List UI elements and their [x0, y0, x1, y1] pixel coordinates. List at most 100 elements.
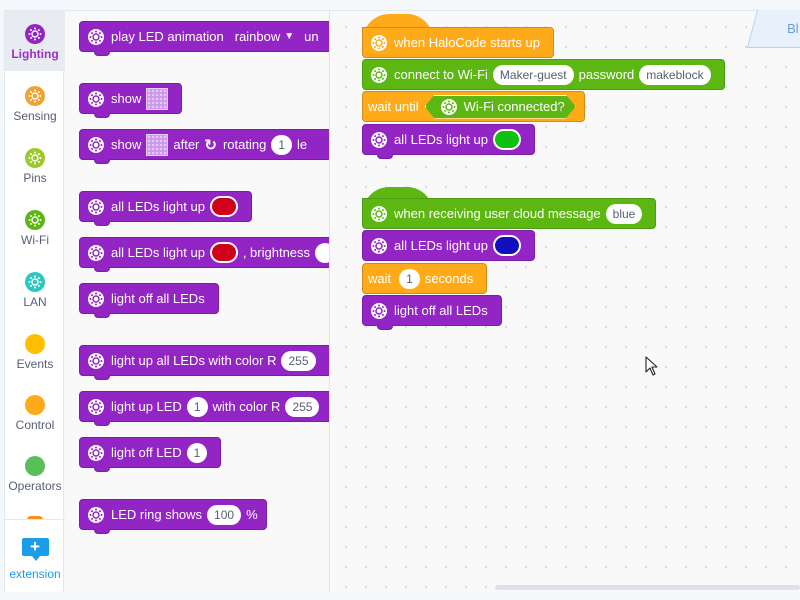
block-led-ring-shows[interactable]: LED ring shows 100 % [79, 499, 267, 534]
block-notch [94, 113, 110, 118]
operators-icon [25, 456, 45, 476]
block-text-overflow: le [297, 137, 308, 152]
block-notch [94, 467, 110, 472]
pins-icon [25, 148, 45, 168]
rotation-input[interactable]: 1 [271, 134, 293, 155]
category-control[interactable]: Control [5, 382, 65, 442]
block-all-leds-light-up[interactable]: all LEDs light up [362, 230, 535, 261]
sensing-icon [25, 86, 45, 106]
block-text: light up LED [111, 399, 182, 414]
color-picker[interactable] [492, 235, 521, 256]
color-picker[interactable] [492, 129, 521, 150]
next-category-icon [27, 516, 43, 520]
category-label: Wi-Fi [21, 233, 49, 247]
lighting-icon [370, 302, 388, 320]
block-notch [377, 325, 393, 330]
block-notch [94, 221, 110, 226]
lighting-icon [87, 28, 105, 46]
seconds-input[interactable]: 1 [399, 268, 420, 289]
category-lan[interactable]: LAN [5, 259, 65, 319]
block-play-led-animation[interactable]: play LED animation rainbow▼ un [79, 21, 329, 56]
tab-label: Bl [787, 21, 799, 36]
led-index-input[interactable]: 1 [186, 396, 208, 417]
color-picker[interactable] [209, 242, 238, 263]
category-operators[interactable]: Operators [5, 443, 65, 503]
block-text: light off LED [111, 445, 182, 460]
block-light-off-all-leds[interactable]: light off all LEDs [362, 295, 502, 330]
lan-icon [25, 272, 45, 292]
block-light-led-rgb[interactable]: light up LED 1 with color R 255 [79, 391, 329, 426]
led-ring-picker[interactable] [146, 87, 169, 110]
block-text: light off all LEDs [111, 291, 205, 306]
block-palette: play LED animation rainbow▼ un show show… [65, 10, 330, 592]
block-text-overflow: un [304, 29, 319, 44]
script-workspace[interactable]: when HaloCode starts up connect to Wi-Fi… [330, 10, 800, 592]
category-sensing[interactable]: Sensing [5, 73, 65, 133]
block-text: when receiving user cloud message [394, 206, 601, 221]
block-text: light off all LEDs [394, 303, 488, 318]
color-picker[interactable] [209, 196, 238, 217]
block-show-rotating[interactable]: show after ↻ rotating 1 le [79, 129, 329, 164]
block-text: wait [368, 271, 392, 286]
category-label: Pins [23, 171, 47, 185]
lighting-icon [87, 198, 105, 216]
lighting-icon [370, 237, 388, 255]
block-text: password [578, 67, 635, 82]
block-light-off-all-leds[interactable]: light off all LEDs [79, 283, 219, 318]
category-label: Sensing [13, 109, 57, 123]
block-all-leds-light-up[interactable]: all LEDs light up [79, 191, 252, 226]
events-icon [25, 334, 45, 354]
led-ring-picker[interactable] [146, 133, 169, 156]
red-value-input[interactable]: 255 [281, 350, 316, 371]
block-text: when HaloCode starts up [394, 35, 540, 50]
block-text: % [246, 507, 258, 522]
category-lighting[interactable]: Lighting [5, 11, 65, 71]
category-events[interactable]: Events [5, 321, 65, 381]
block-connect-wifi[interactable]: connect to Wi-Fi Maker-guest password ma… [362, 59, 725, 90]
extension-button[interactable]: + extension [5, 531, 65, 591]
ssid-input[interactable]: Maker-guest [492, 64, 574, 85]
block-text: show [111, 91, 142, 106]
block-notch [94, 529, 110, 534]
block-text: LED ring shows [111, 507, 203, 522]
block-all-leds-brightness[interactable]: all LEDs light up , brightness [79, 237, 329, 272]
lighting-icon [87, 90, 105, 108]
animation-dropdown[interactable]: rainbow▼ [229, 29, 294, 44]
block-all-leds-light-up[interactable]: all LEDs light up [362, 124, 535, 159]
category-label: Operators [8, 479, 62, 493]
block-light-all-rgb[interactable]: light up all LEDs with color R 255 [79, 345, 329, 380]
block-light-off-led[interactable]: light off LED 1 [79, 437, 222, 472]
category-label: Lighting [11, 47, 59, 61]
led-index-input[interactable]: 1 [186, 442, 208, 463]
block-notch [94, 267, 110, 272]
category-label: Control [15, 418, 55, 432]
category-pins[interactable]: Pins [5, 135, 65, 195]
block-text: all LEDs light up [394, 238, 488, 253]
block-notch [94, 51, 110, 56]
wifi-icon [25, 210, 45, 230]
block-show[interactable]: show [79, 83, 183, 118]
block-when-receiving-cloud-message[interactable]: when receiving user cloud message blue [362, 198, 657, 229]
tab-blocks[interactable]: Bl [746, 10, 800, 48]
extension-label: extension [9, 567, 61, 581]
block-wait-until[interactable]: wait until Wi-Fi connected? [362, 91, 585, 122]
block-notch [377, 154, 393, 159]
workspace-scrollbar[interactable] [495, 585, 800, 590]
message-input[interactable]: blue [605, 203, 643, 224]
lighting-icon [87, 290, 105, 308]
block-text: seconds [424, 271, 474, 286]
red-value-input[interactable]: 255 [285, 396, 320, 417]
password-input[interactable]: makeblock [639, 64, 711, 85]
lighting-icon [87, 506, 105, 524]
lighting-icon [87, 444, 105, 462]
category-wifi[interactable]: Wi-Fi [5, 197, 65, 257]
percentage-input[interactable]: 100 [207, 504, 242, 525]
block-wait-seconds[interactable]: wait 1 seconds [362, 263, 488, 294]
rotate-clockwise-icon: ↻ [204, 136, 217, 154]
lighting-icon [87, 136, 105, 154]
brightness-input[interactable] [315, 242, 329, 263]
condition-wifi-connected[interactable]: Wi-Fi connected? [425, 95, 576, 119]
block-when-halocode-starts[interactable]: when HaloCode starts up [362, 27, 554, 58]
block-notch [94, 159, 110, 164]
lighting-icon [87, 352, 105, 370]
